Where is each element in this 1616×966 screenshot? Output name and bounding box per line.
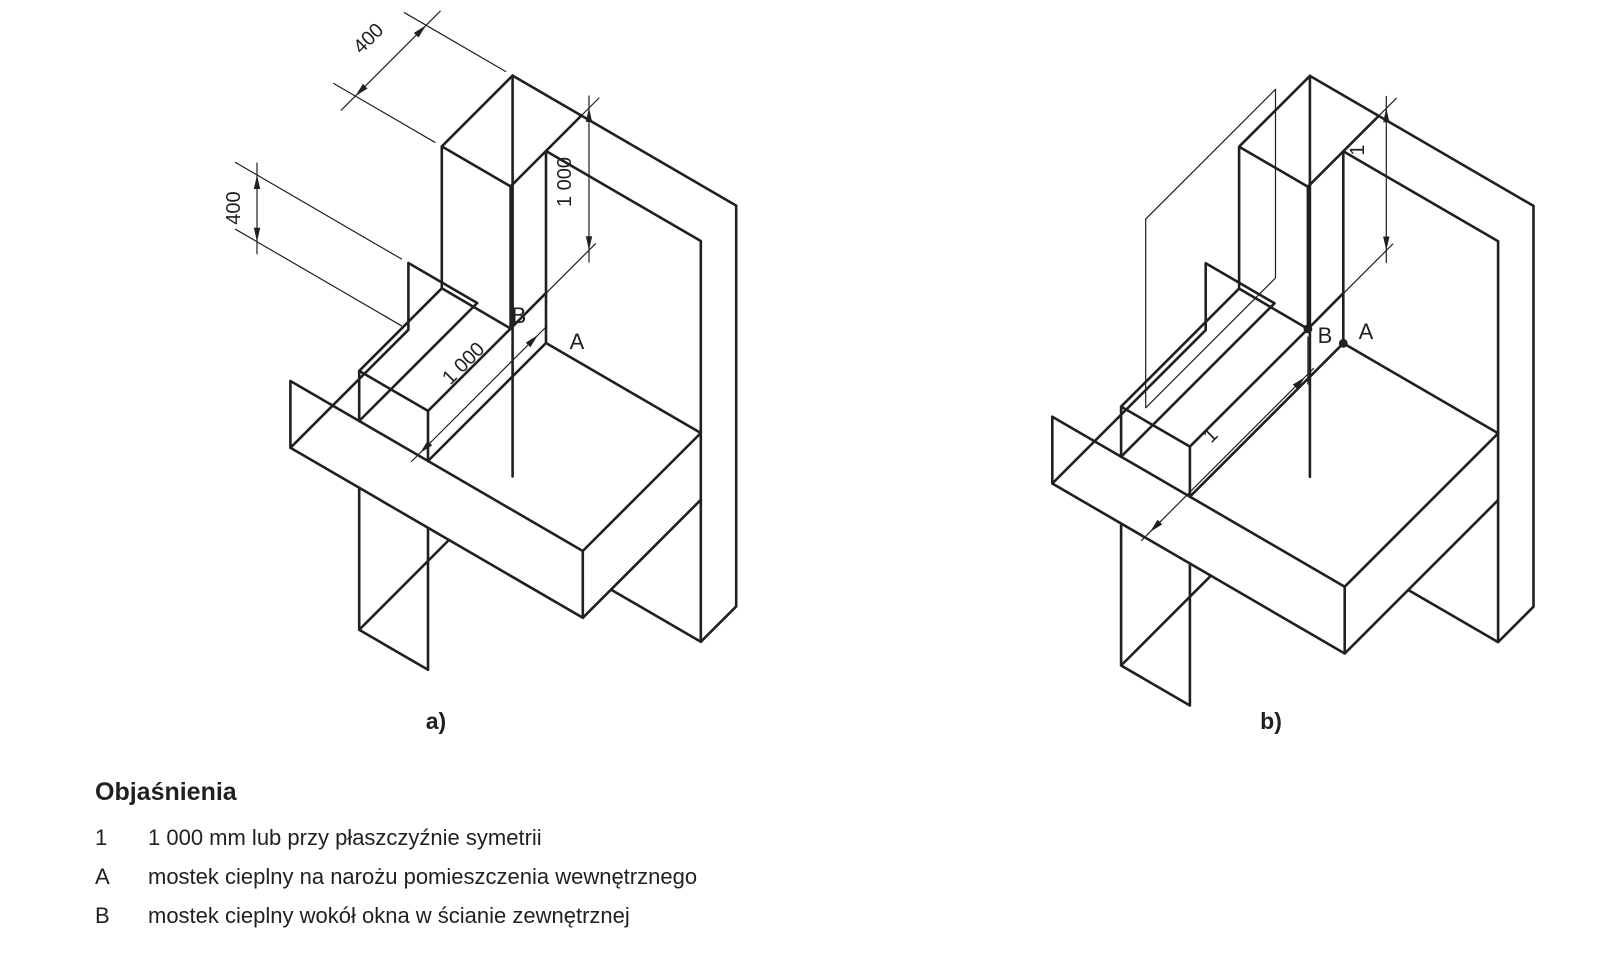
legend-term-a: A <box>95 864 110 889</box>
dimension-lines-b <box>1140 95 1397 542</box>
legend-term-1: 1 <box>95 825 108 850</box>
point-label-a-b: A <box>1359 319 1374 344</box>
legend-term-b: B <box>95 903 110 928</box>
legend-item-1: 1 1 000 mm lub przy płaszczyźnie symetri… <box>95 825 697 851</box>
legend: Objaśnienia 1 1 000 mm lub przy płaszczy… <box>95 778 697 929</box>
dim-top-400-label-a: 400 <box>349 19 388 58</box>
point-marker-a-b <box>1338 338 1348 348</box>
dim-height-1-label-b: 1 <box>1347 144 1369 155</box>
diagram-b: 1 1 B A <box>1051 74 1535 707</box>
caption-b: b) <box>1260 708 1282 734</box>
legend-item-b: B mostek cieplny wokół okna w ścianie ze… <box>95 903 697 929</box>
window-pier-outline-b <box>1119 74 1345 707</box>
point-label-a-a: A <box>570 329 585 354</box>
point-label-b-b: B <box>1318 323 1333 348</box>
dimension-lines-a <box>234 10 600 463</box>
exterior-wall-outline-b <box>1306 74 1535 644</box>
dim-height-1000-label-a: 1 000 <box>554 157 576 207</box>
legend-item-a: A mostek cieplny na narożu pomieszczenia… <box>95 864 697 890</box>
diagram-a: 400 400 1 000 1 000 B A <box>223 10 738 672</box>
dimension-arrows-b <box>1150 108 1390 532</box>
legend-desc-1: 1 000 mm lub przy płaszczyźnie symetrii <box>148 825 542 850</box>
exterior-wall-outline-a <box>509 74 738 644</box>
window-pier-outline-a <box>357 74 548 672</box>
dimension-arrows-a <box>253 25 593 453</box>
floor-slab-outline-b <box>1051 262 1500 655</box>
caption-a: a) <box>425 708 447 734</box>
floor-slab-outline-a <box>289 261 703 620</box>
legend-title: Objaśnienia <box>95 778 237 806</box>
legend-desc-b: mostek cieplny wokół okna w ścianie zewn… <box>148 903 630 928</box>
point-marker-b-b <box>1303 324 1313 334</box>
cut-plane-outline-b <box>1145 88 1277 409</box>
legend-desc-a: mostek cieplny na narożu pomieszczenia w… <box>148 864 698 889</box>
point-label-b-a: B <box>512 303 527 328</box>
dim-depth-1000-label-a: 1 000 <box>438 338 489 389</box>
dim-floor-400-label-a: 400 <box>223 191 245 224</box>
